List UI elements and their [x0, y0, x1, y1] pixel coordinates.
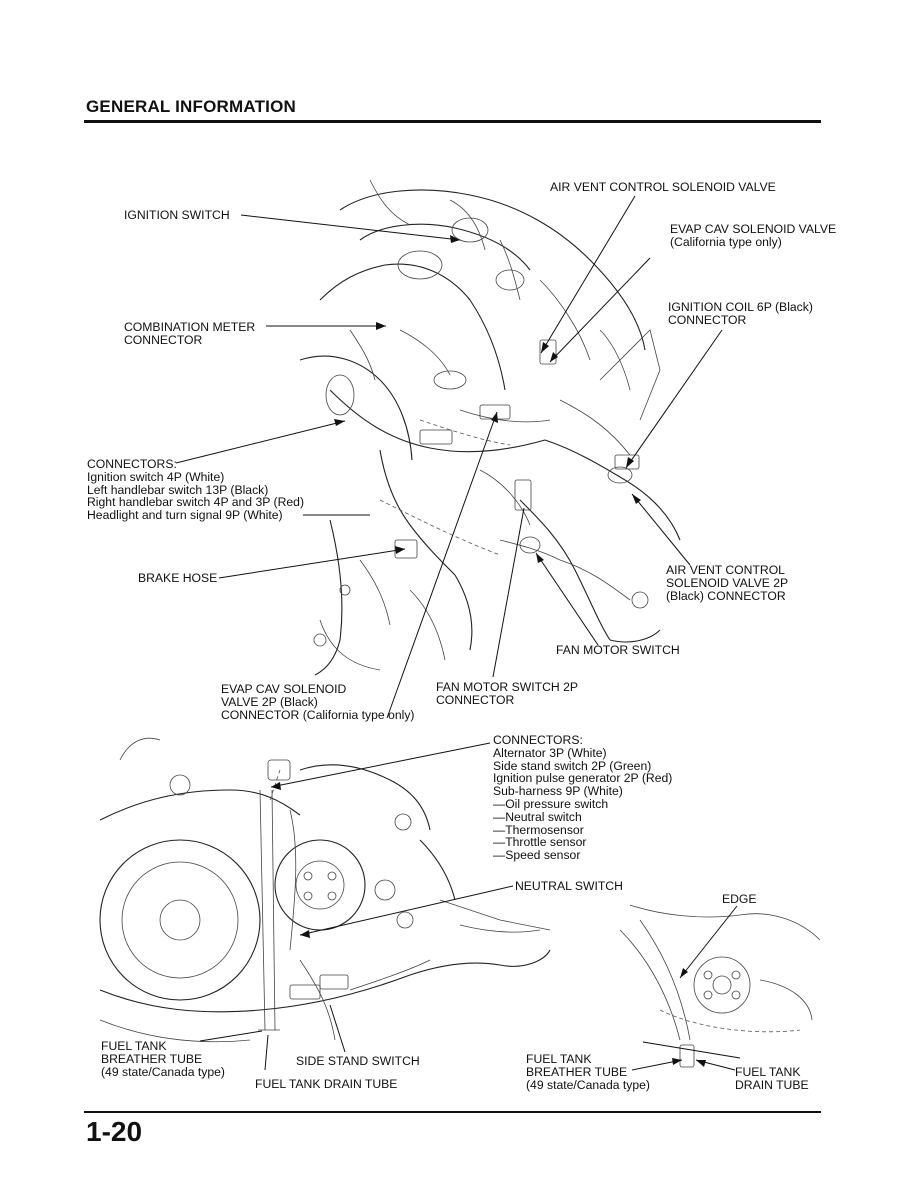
combination-meter-label: COMBINATION METER CONNECTOR [124, 321, 255, 347]
air-vent-connector-label: AIR VENT CONTROL SOLENOID VALVE 2P (Blac… [666, 564, 788, 602]
label-line: CONNECTOR (California type only) [221, 707, 415, 722]
fuel-tank-drain-left-label: FUEL TANK DRAIN TUBE [255, 1077, 398, 1091]
ignition-switch-label: IGNITION SWITCH [124, 208, 230, 222]
header-rule [84, 120, 821, 123]
page-title: GENERAL INFORMATION [86, 97, 296, 116]
label-line: Right handlebar switch 4P and 3P (Red) [87, 495, 305, 510]
label-line: COMBINATION METER [124, 320, 256, 334]
label-line: CONNECTOR [124, 332, 203, 347]
top-leader-lines [175, 195, 723, 719]
label-line: AIR VENT CONTROL [666, 563, 785, 577]
page-number: 1-20 [86, 1116, 143, 1147]
ignition-coil-connector-label: IGNITION COIL 6P (Black) CONNECTOR [668, 301, 813, 327]
label-line: CONNECTORS: [493, 733, 583, 747]
label-line: —Speed sensor [493, 848, 581, 863]
evap-cav-solenoid-label: EVAP CAV SOLENOID VALVE (California type… [670, 223, 836, 249]
label-line: DRAIN TUBE [735, 1077, 809, 1092]
neutral-switch-label: NEUTRAL SWITCH [515, 879, 623, 893]
label-line: (49 state/Canada type) [526, 1077, 650, 1092]
air-vent-solenoid-label: AIR VENT CONTROL SOLENOID VALVE [550, 180, 776, 194]
label-line: FAN MOTOR SWITCH 2P [436, 680, 578, 694]
edge-label: EDGE [722, 892, 757, 906]
label-line: Ignition pulse generator 2P (Red) [493, 771, 673, 786]
connectors-bottom-label: CONNECTORS: Alternator 3P (White) Side s… [493, 734, 672, 862]
label-line: CONNECTOR [668, 312, 747, 327]
label-line: Side stand switch 2P (Green) [493, 758, 652, 773]
top-illustration [299, 179, 681, 676]
label-line: CONNECTOR [436, 692, 515, 707]
label-line: Headlight and turn signal 9P (White) [87, 508, 283, 523]
label-line: BREATHER TUBE [101, 1051, 203, 1066]
evap-cav-connector-label: EVAP CAV SOLENOID VALVE 2P (Black) CONNE… [221, 683, 414, 721]
label-line: Ignition switch 4P (White) [87, 469, 225, 484]
label-line: —Oil pressure switch [493, 796, 609, 811]
connectors-top-label: CONNECTORS: Ignition switch 4P (White) L… [87, 458, 304, 522]
bottom-left-illustration [99, 737, 551, 1043]
label-line: CONNECTORS: [87, 457, 177, 471]
fuel-tank-breather-left-label: FUEL TANK BREATHER TUBE (49 state/Canada… [101, 1040, 225, 1078]
label-line: EVAP CAV SOLENOID VALVE [670, 222, 837, 236]
label-line: (49 state/Canada type) [101, 1064, 225, 1079]
label-line: FUEL TANK [735, 1065, 801, 1079]
bottom-right-detail [619, 904, 821, 1068]
fan-motor-connector-label: FAN MOTOR SWITCH 2P CONNECTOR [436, 681, 578, 707]
footer-rule [84, 1111, 821, 1113]
label-line: VALVE 2P (Black) [221, 694, 318, 709]
label-line: Left handlebar switch 13P (Black) [87, 482, 269, 497]
label-line: —Neutral switch [493, 809, 582, 824]
fuel-tank-drain-right-label: FUEL TANK DRAIN TUBE [735, 1066, 809, 1092]
brake-hose-label: BRAKE HOSE [138, 571, 218, 585]
label-line: (California type only) [670, 234, 782, 249]
label-line: FUEL TANK [526, 1052, 592, 1066]
bottom-right-leader-lines [631, 905, 738, 1071]
label-line: —Throttle sensor [493, 835, 587, 850]
fan-motor-switch-label: FAN MOTOR SWITCH [556, 643, 680, 657]
fuel-tank-breather-right-label: FUEL TANK BREATHER TUBE (49 state/Canada… [526, 1053, 650, 1091]
label-line: BREATHER TUBE [526, 1064, 628, 1079]
label-line: Sub-harness 9P (White) [493, 784, 623, 799]
side-stand-switch-label: SIDE STAND SWITCH [296, 1054, 420, 1068]
label-line: IGNITION COIL 6P (Black) [668, 300, 813, 314]
label-line: (Black) CONNECTOR [666, 588, 786, 603]
label-line: FUEL TANK [101, 1039, 167, 1053]
label-line: SOLENOID VALVE 2P [666, 575, 789, 590]
label-line: —Thermosensor [493, 822, 584, 837]
bottom-left-leader-lines [199, 742, 514, 1071]
label-line: Alternator 3P (White) [493, 745, 607, 760]
label-line: EVAP CAV SOLENOID [221, 682, 347, 696]
